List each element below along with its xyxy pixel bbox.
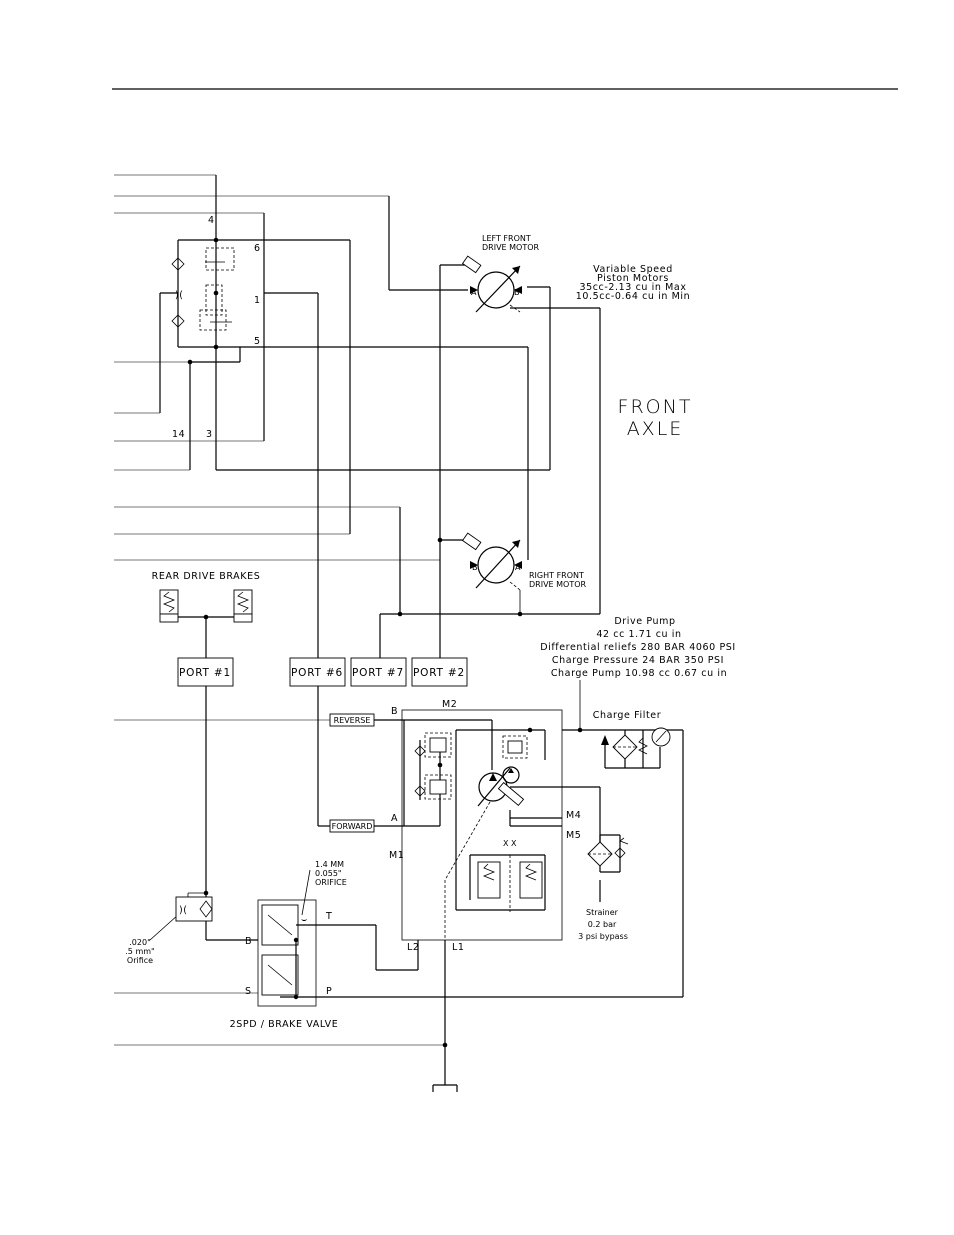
port-label: 1 <box>254 295 261 306</box>
svg-text:⌣: ⌣ <box>301 914 308 925</box>
forward-label: FORWARD <box>332 822 373 831</box>
orifice-check-valve: )( <box>175 896 213 922</box>
port-box-6: PORT #6 <box>291 667 343 679</box>
left-motor-label: LEFT FRONT <box>482 234 531 243</box>
port-box-1: PORT #1 <box>179 667 231 679</box>
pump-spec: Drive Pump <box>614 616 675 627</box>
pump-port-m1: M1 <box>389 850 404 861</box>
brake-valve-label: 2SPD / BRAKE VALVE <box>230 1019 339 1030</box>
brake-valve: ⌣ <box>257 869 317 1007</box>
motor-port-label: B <box>514 288 520 297</box>
small-orifice-label: ORIFICE <box>315 878 347 887</box>
orifice-label: .020" <box>129 938 151 947</box>
pump-port-m5: M5 <box>566 830 581 841</box>
motor-spec: Variable Speed <box>593 264 673 275</box>
strainer-label: Strainer <box>586 908 619 917</box>
brake-actuators <box>159 589 253 623</box>
brakes-label: REAR DRIVE BRAKES <box>152 571 261 582</box>
pump-port-m4: M4 <box>566 810 581 821</box>
strainer <box>587 834 629 873</box>
port-label: 3 <box>206 429 213 440</box>
brake-valve-port-p: P <box>326 986 332 997</box>
pump-spec: Charge Pressure 24 BAR 350 PSI <box>552 655 724 666</box>
small-orifice-label: 0.055" <box>315 869 342 878</box>
pump-spec: Differential reliefs 280 BAR 4060 PSI <box>540 642 736 653</box>
hydraulic-lines <box>149 196 684 1092</box>
port-box-2: PORT #2 <box>413 667 465 679</box>
svg-text:X X: X X <box>503 839 517 848</box>
port-label: 4 <box>208 215 215 226</box>
brake-valve-port-b: B <box>245 936 252 947</box>
brake-valve-port-t: T <box>325 911 332 922</box>
port-label: 5 <box>254 336 261 347</box>
pump-port-l2: L2 <box>407 942 420 953</box>
motor-spec: 10.5cc-0.64 cu in Min <box>576 291 691 302</box>
strainer-label: 3 psi bypass <box>578 932 628 941</box>
pump-port-a: A <box>391 813 398 824</box>
pump-spec: Charge Pump 10.98 cc 0.67 cu in <box>551 668 727 679</box>
reverse-label: REVERSE <box>334 716 371 725</box>
brake-valve-port-s: S <box>245 986 252 997</box>
motor-port-label: A <box>471 288 477 297</box>
port-boxes <box>177 657 468 687</box>
pump-port-m2: M2 <box>442 699 457 710</box>
motor-spec: Piston Motors <box>597 273 669 284</box>
pump-spec: 42 cc 1.71 cu in <box>596 629 681 640</box>
motor-spec: 35cc-2.13 cu in Max <box>579 282 686 293</box>
right-motor <box>461 532 522 591</box>
charge-filter-label: Charge Filter <box>593 710 661 721</box>
axle-label: FRONT <box>618 396 693 418</box>
motor-port-label: B <box>472 563 478 572</box>
svg-text:)(: )( <box>179 905 188 916</box>
port-label: 14 <box>172 429 185 440</box>
right-motor-label: RIGHT FRONT <box>529 571 584 580</box>
port-label: 6 <box>254 243 261 254</box>
orifice-label: .5 mm" <box>125 947 154 956</box>
orifice-label: Orifice <box>127 956 153 965</box>
small-orifice-label: 1.4 MM <box>315 860 344 869</box>
valve-block: )( <box>159 175 265 470</box>
port-box-7: PORT #7 <box>352 667 404 679</box>
strainer-label: 0.2 bar <box>588 920 617 929</box>
right-motor-label: DRIVE MOTOR <box>529 580 587 589</box>
left-motor-label: DRIVE MOTOR <box>482 243 540 252</box>
charge-filter <box>601 727 671 769</box>
axle-label: AXLE <box>627 418 684 440</box>
left-motor <box>461 255 522 313</box>
motor-port-label: A <box>515 563 521 572</box>
svg-text:)(: )( <box>175 290 184 301</box>
pump-port-b: B <box>391 706 398 717</box>
pump-port-l1: L1 <box>452 942 465 953</box>
drive-pump: X X <box>329 709 563 941</box>
feed-lines <box>114 174 445 1046</box>
